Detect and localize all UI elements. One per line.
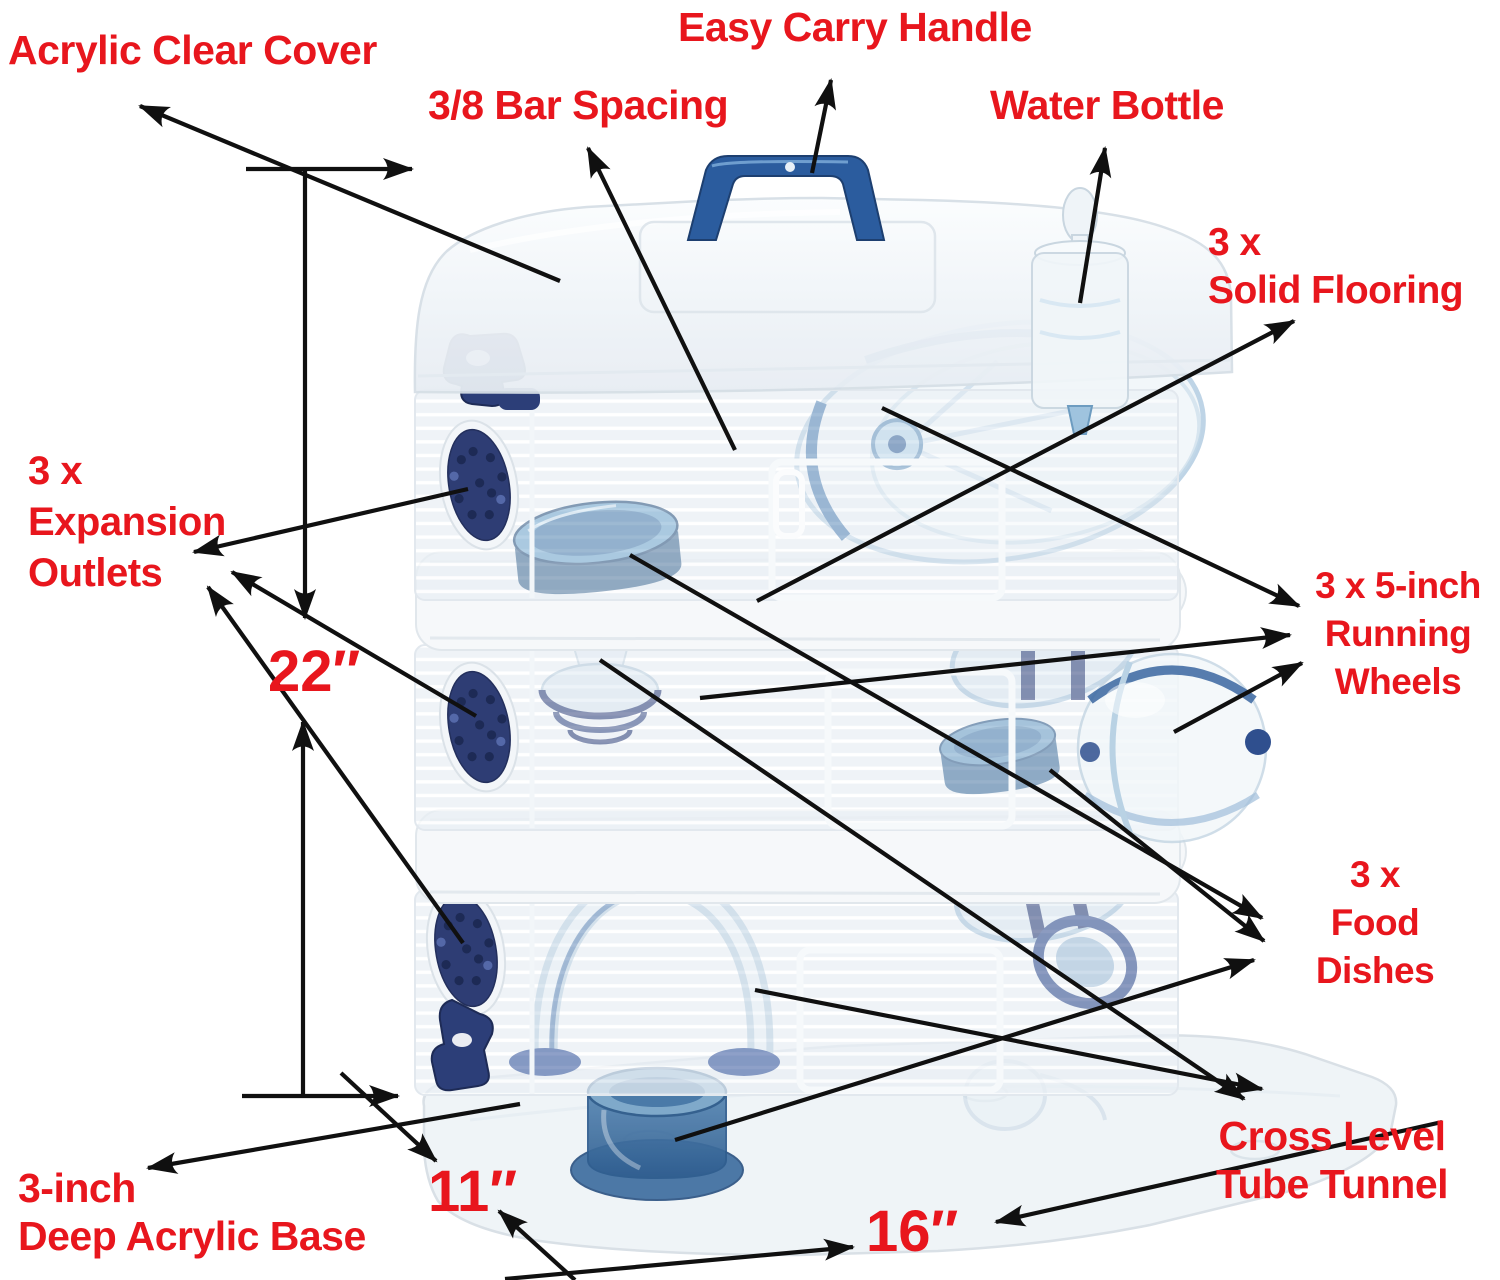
water-bottle bbox=[1031, 187, 1129, 435]
expansion-outlet-middle bbox=[438, 661, 520, 793]
arrow-acrylic-cover bbox=[138, 104, 561, 283]
dim-depth-lower-segment bbox=[497, 1209, 577, 1280]
label-cross-line1: Cross Level bbox=[1218, 1113, 1446, 1159]
label-acrylic-cover: Acrylic Clear Cover bbox=[8, 27, 377, 73]
arrow-tunnel-2 bbox=[754, 987, 1264, 1095]
label-wheels-line1: 3 x 5-inch bbox=[1315, 565, 1481, 606]
label-expansion-line2: Outlets bbox=[28, 550, 163, 595]
carry-handle bbox=[686, 155, 886, 241]
dim-width-left-segment bbox=[504, 1238, 855, 1280]
arrow-dish-3 bbox=[674, 957, 1256, 1143]
label-expansion-line1: Expansion bbox=[28, 499, 226, 544]
label-dim-depth: 11″ bbox=[428, 1159, 518, 1224]
label-bar-spacing: 3/8 Bar Spacing bbox=[428, 82, 729, 128]
label-solid-flooring-count: 3 x bbox=[1208, 221, 1261, 264]
arrow-solid-flooring bbox=[756, 319, 1296, 603]
arrow-wheel-3 bbox=[1173, 661, 1304, 734]
label-dim-width: 16″ bbox=[866, 1199, 959, 1264]
acrylic-cover-shape bbox=[413, 196, 1234, 394]
label-food-line2: Dishes bbox=[1315, 950, 1435, 992]
label-running-wheels: 3 x 5-inch Running Wheels bbox=[1298, 562, 1498, 706]
label-solid-flooring-name: Solid Flooring bbox=[1208, 268, 1464, 312]
label-cross-level: Cross Level Tube Tunnel bbox=[1192, 1112, 1472, 1209]
dim-depth-upper-segment bbox=[339, 1071, 438, 1163]
latch-clip-bottom bbox=[430, 998, 494, 1092]
arrow-wheel-1 bbox=[881, 406, 1301, 608]
arrow-wheel-2 bbox=[699, 627, 1292, 701]
label-base-line1: 3-inch bbox=[18, 1165, 136, 1211]
label-food-line1: Food bbox=[1330, 902, 1420, 944]
label-base-line2: Deep Acrylic Base bbox=[18, 1213, 366, 1260]
dim-width-right-segment bbox=[994, 1119, 1443, 1227]
label-expansion-outlets: 3 x Expansion Outlets bbox=[28, 446, 226, 598]
dimension-lines bbox=[242, 158, 1443, 1280]
label-expansion-count: 3 x bbox=[28, 449, 83, 493]
door-latch-loop bbox=[773, 469, 805, 539]
arrow-outlet-3 bbox=[206, 585, 465, 945]
top-door-frame bbox=[768, 458, 1006, 602]
arrow-acrylic-base bbox=[146, 1101, 521, 1174]
label-food-dishes: 3 x Food Dishes bbox=[1300, 851, 1450, 995]
annotation-arrows bbox=[138, 78, 1304, 1174]
arrow-tunnel-1 bbox=[598, 658, 1246, 1101]
label-dim-height: 22″ bbox=[268, 639, 361, 704]
label-cross-line2: Tube Tunnel bbox=[1215, 1161, 1449, 1208]
arrow-bar-spacing bbox=[586, 146, 737, 451]
label-acrylic-base: 3-inch Deep Acrylic Base bbox=[18, 1164, 366, 1261]
label-food-count: 3 x bbox=[1350, 854, 1400, 895]
label-water-bottle: Water Bottle bbox=[990, 82, 1224, 128]
arrow-outlet-1 bbox=[192, 486, 469, 557]
arrow-dish-2 bbox=[1048, 768, 1266, 943]
label-wheels-line2: Running bbox=[1324, 613, 1472, 655]
label-carry-handle: Easy Carry Handle bbox=[678, 4, 1032, 50]
label-solid-flooring: 3 x Solid Flooring bbox=[1208, 219, 1464, 314]
bottom-door-frame bbox=[796, 946, 1004, 1094]
arrow-carry-handle bbox=[809, 78, 836, 174]
expansion-outlet-top bbox=[438, 419, 520, 551]
arrow-water-bottle bbox=[1077, 146, 1112, 304]
middle-door-frame bbox=[824, 668, 1016, 830]
arrow-outlet-2 bbox=[230, 570, 478, 718]
label-wheels-line3: Wheels bbox=[1334, 661, 1462, 703]
exercise-ball bbox=[1076, 652, 1271, 844]
